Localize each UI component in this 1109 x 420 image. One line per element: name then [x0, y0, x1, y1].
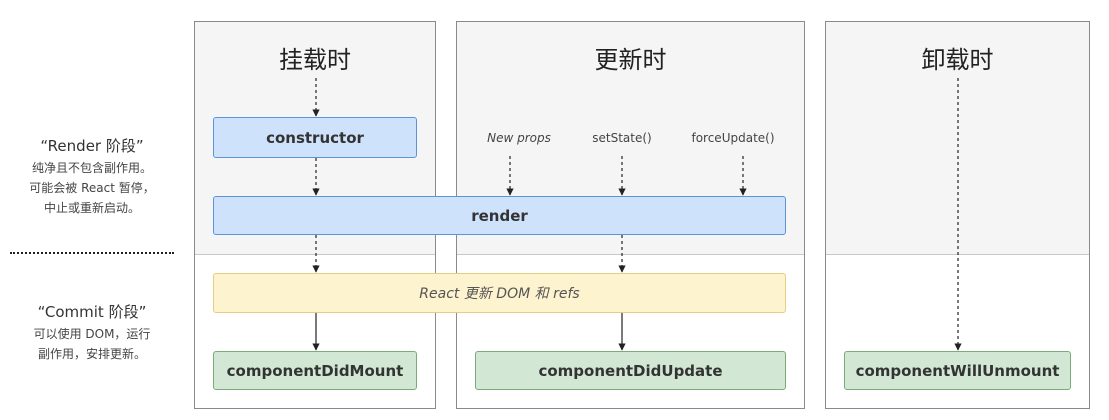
commit-phase-desc-line: 副作用，安排更新。	[37, 347, 146, 361]
mount-column-title: 挂载时	[279, 46, 351, 74]
componentdidmount-box: componentDidMount	[213, 351, 417, 390]
forceupdate-trigger: forceUpdate()	[691, 131, 775, 145]
render-phase-description: 纯净且不包含副作用。 可能会被 React 暂停， 中止或重新启动。	[12, 158, 172, 218]
update-column-title: 更新时	[594, 46, 667, 74]
commit-phase-title: “Commit 阶段”	[37, 303, 147, 321]
render-phase-desc-line: 可能会被 React 暂停，	[29, 181, 155, 195]
componentwillunmount-box: componentWillUnmount	[844, 351, 1071, 390]
setstate-trigger: setState()	[592, 131, 652, 145]
constructor-box: constructor	[213, 117, 417, 158]
unmount-column-title: 卸载时	[921, 46, 994, 74]
render-phase-desc-line: 纯净且不包含副作用。	[31, 161, 152, 175]
new-props-trigger: New props	[487, 131, 551, 145]
componentdidupdate-box: componentDidUpdate	[475, 351, 786, 390]
render-box: render	[213, 196, 786, 235]
commit-phase-description: 可以使用 DOM，运行 副作用，安排更新。	[12, 324, 172, 364]
render-phase-desc-line: 中止或重新启动。	[43, 201, 140, 215]
commit-phase-desc-line: 可以使用 DOM，运行	[33, 327, 151, 341]
render-phase-title: “Render 阶段”	[40, 137, 144, 155]
react-update-dom-box: React 更新 DOM 和 refs	[213, 273, 786, 313]
phase-divider	[10, 252, 174, 254]
